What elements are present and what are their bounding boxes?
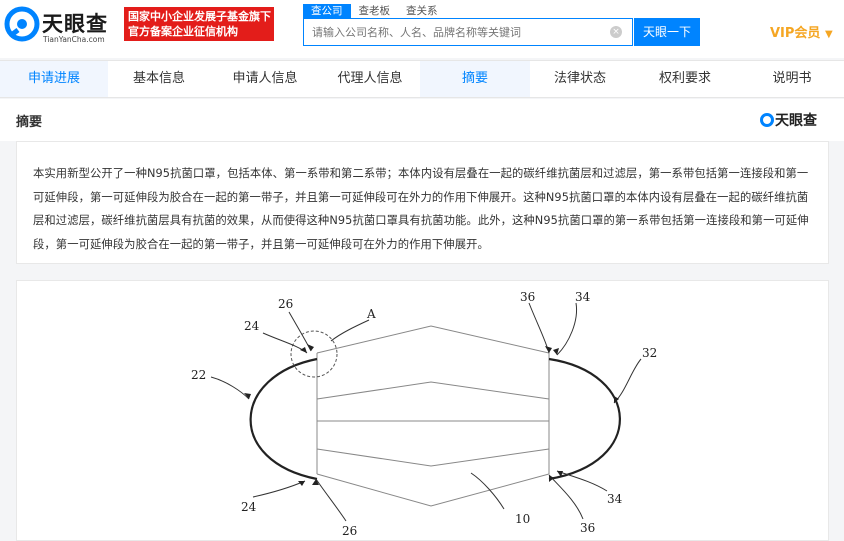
nav-tab-description[interactable]: 说明书	[772, 71, 812, 86]
slogan-banner: 国家中小企业发展子基金旗下 官方备案企业征信机构	[124, 7, 274, 41]
patent-figure-panel: 26 24 A 36 34 22 32 24 26 10 34 36	[16, 280, 829, 541]
section-header: 摘要 天眼查	[0, 99, 844, 141]
search-button[interactable]: 天眼一下	[634, 18, 700, 46]
arrowhead	[614, 396, 619, 403]
slogan-line-2: 官方备案企业征信机构	[128, 25, 238, 38]
search-box: ×	[303, 18, 633, 46]
brand-name: 天眼查	[775, 113, 817, 129]
vip-member-link[interactable]: VIP会员 ▼	[770, 22, 833, 41]
brand-eye-icon	[760, 113, 774, 127]
nav-tab-claims[interactable]: 权利要求	[658, 71, 711, 86]
leader-22	[210, 376, 250, 400]
nav-tab-basic-info[interactable]: 基本信息	[132, 71, 185, 86]
patent-drawing: 26 24 A 36 34 22 32 24 26 10 34 36	[191, 290, 657, 538]
leader-26-bot	[315, 478, 347, 522]
leader-36-bot	[548, 474, 584, 520]
label-24-top: 24	[244, 319, 260, 333]
arrowhead	[549, 475, 554, 482]
label-34-top: 34	[575, 290, 591, 304]
arrowhead	[300, 347, 307, 353]
left-ear-strap	[249, 357, 318, 481]
tab-boss[interactable]: 查老板	[358, 5, 391, 17]
leader-34-top	[556, 302, 578, 356]
logo-eye-icon	[4, 6, 40, 42]
top-header: 天眼查 TianYanCha.com 国家中小企业发展子基金旗下 官方备案企业征…	[0, 0, 844, 58]
leader-36-top	[528, 302, 550, 354]
mask-body-outline	[316, 325, 550, 507]
patent-nav: 申请进展 基本信息 申请人信息 代理人信息 摘要 法律状态 权利要求 说明书	[0, 60, 844, 98]
nav-tab-applicant-info[interactable]: 申请人信息	[232, 71, 298, 86]
arrowhead	[553, 348, 559, 355]
nav-tab-legal-status[interactable]: 法律状态	[553, 71, 606, 86]
tab-company[interactable]: 查公司	[303, 4, 351, 18]
detail-circle-a	[290, 330, 338, 378]
search-input[interactable]	[304, 19, 604, 45]
leader-24-bot	[252, 480, 306, 498]
vip-label: VIP会员	[770, 26, 821, 41]
label-26-bot: 26	[342, 524, 357, 538]
arrowhead	[557, 471, 563, 477]
label-36-top: 36	[520, 290, 535, 304]
arrowhead	[545, 346, 552, 353]
label-24-bot: 24	[241, 500, 257, 514]
tab-relation[interactable]: 查关系	[406, 5, 438, 17]
label-26-top: 26	[278, 297, 293, 311]
leader-10	[470, 472, 505, 510]
label-22: 22	[191, 368, 206, 382]
label-36-bot: 36	[580, 521, 595, 535]
search-tabs: 查公司 查老板 查关系	[303, 4, 446, 18]
right-ear-strap	[548, 357, 621, 481]
leader-32	[613, 358, 642, 404]
slogan-line-1: 国家中小企业发展子基金旗下	[128, 10, 271, 23]
abstract-text: 本实用新型公开了一种N95抗菌口罩，包括本体、第一系带和第二系带；本体内设有层叠…	[33, 167, 809, 251]
mask-fold-3	[316, 448, 550, 467]
arrowhead	[307, 344, 314, 351]
nav-tab-agent-info[interactable]: 代理人信息	[337, 71, 403, 86]
leader-a	[330, 319, 370, 342]
tianyancha-logo[interactable]: 天眼查 TianYanCha.com	[4, 6, 120, 46]
label-10: 10	[515, 512, 530, 526]
nav-tab-abstract[interactable]: 摘要	[420, 61, 530, 97]
abstract-panel: 本实用新型公开了一种N95抗菌口罩，包括本体、第一系带和第二系带；本体内设有层叠…	[16, 141, 829, 264]
logo-text: 天眼查	[42, 12, 108, 36]
arrowhead	[312, 479, 319, 485]
logo-subtext: TianYanCha.com	[43, 35, 105, 44]
nav-tab-application-progress[interactable]: 申请进展	[0, 61, 108, 97]
leader-34-bot	[556, 470, 608, 492]
clear-icon[interactable]: ×	[610, 26, 622, 38]
label-34-bot: 34	[607, 492, 623, 506]
brand-watermark: 天眼查	[760, 110, 817, 130]
mask-fold-1	[316, 381, 550, 400]
label-a: A	[366, 307, 376, 321]
arrowhead	[298, 481, 305, 486]
caret-down-icon: ▼	[824, 29, 833, 40]
arrowhead	[244, 393, 251, 399]
section-title: 摘要	[16, 115, 43, 130]
label-32: 32	[642, 346, 657, 360]
